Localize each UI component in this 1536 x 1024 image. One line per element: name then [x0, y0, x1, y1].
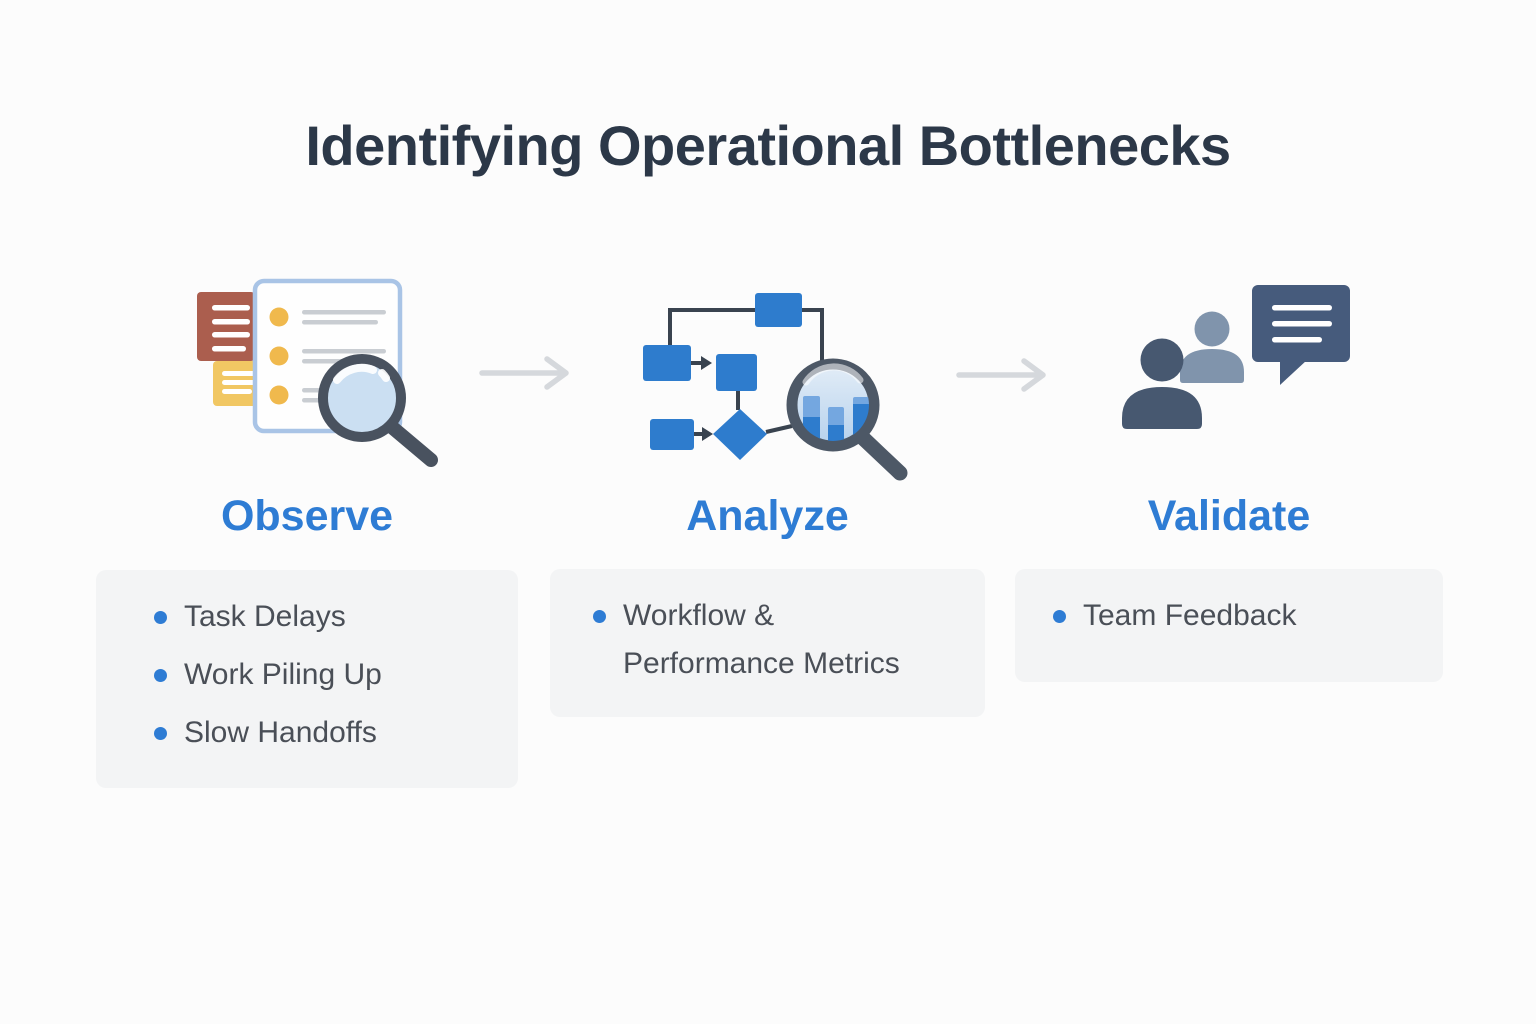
bullet-text: Task Delays: [184, 600, 346, 633]
validate-bullet-list: Team Feedback: [1015, 569, 1443, 640]
list-item: Task Delays: [154, 593, 518, 641]
page-title: Identifying Operational Bottlenecks: [305, 114, 1231, 177]
team-feedback-speech-bubble-icon: [1122, 285, 1350, 429]
right-arrow-icon: [479, 356, 569, 390]
right-arrow-icon: [956, 358, 1046, 392]
bullet-text: Team Feedback: [1083, 599, 1297, 632]
bullet-dot: [154, 611, 167, 624]
speech-bubble: [1252, 285, 1350, 385]
flowchart-magnifier-chart-icon: [643, 293, 908, 481]
person-front: [1122, 338, 1202, 429]
document-checklist-magnifier-icon: [197, 278, 438, 467]
person-back: [1180, 311, 1244, 383]
step-heading-validate: Validate: [1147, 492, 1311, 540]
list-item: Workflow & Performance Metrics: [593, 592, 985, 688]
bullet-dot: [593, 610, 606, 623]
analyze-bullets-card: Workflow & Performance Metrics: [550, 569, 985, 717]
list-item: Work Piling Up: [154, 651, 518, 699]
bullet-text: Work Piling Up: [184, 658, 382, 691]
observe-bullets-card: Task Delays Work Piling Up Slow Handoffs: [96, 570, 518, 788]
bullet-text: Workflow & Performance Metrics: [623, 599, 900, 680]
analyze-bullet-list: Workflow & Performance Metrics: [550, 569, 985, 688]
step-heading-analyze: Analyze: [686, 492, 849, 540]
bullet-dot: [154, 727, 167, 740]
step-heading-observe: Observe: [220, 492, 394, 540]
bullet-text: Slow Handoffs: [184, 716, 377, 749]
bullet-dot: [1053, 610, 1066, 623]
observe-bullet-list: Task Delays Work Piling Up Slow Handoffs: [96, 570, 518, 757]
bullet-dot: [154, 669, 167, 682]
validate-bullets-card: Team Feedback: [1015, 569, 1443, 682]
list-item: Team Feedback: [1053, 592, 1443, 640]
list-item: Slow Handoffs: [154, 709, 518, 757]
